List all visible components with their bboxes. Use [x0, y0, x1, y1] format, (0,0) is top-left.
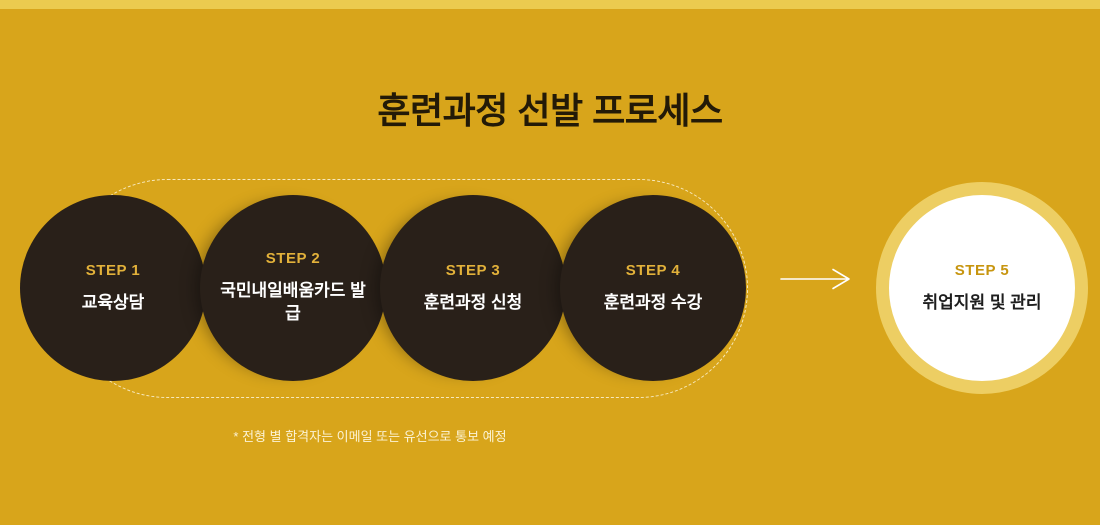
step-1-text: 교육상담 [81, 292, 145, 312]
step-circle-3: STEP 3 훈련과정 신청 [380, 195, 566, 381]
page-title: 훈련과정 선발 프로세스 [377, 90, 723, 131]
step-1-number-label: STEP 1 [85, 261, 141, 279]
footnote: * 전형 별 합격자는 이메일 또는 유선으로 통보 예정 [233, 429, 507, 444]
step-circle-1: STEP 1 교육상담 [20, 195, 206, 381]
step-circle-2: STEP 2 국민내일배움카드 발급 [200, 195, 386, 381]
step-3-text: 훈련과정 신청 [423, 292, 523, 312]
step-4-number-label: STEP 4 [625, 261, 681, 279]
step-3-number-label: STEP 3 [445, 261, 501, 279]
step-2-number-label: STEP 2 [265, 250, 321, 268]
step-4-text: 훈련과정 수강 [603, 292, 703, 312]
top-accent-strip [0, 0, 1100, 9]
step-circle-5: STEP 5 취업지원 및 관리 [876, 182, 1088, 394]
step-5-number-label: STEP 5 [954, 261, 1010, 279]
step-circle-4: STEP 4 훈련과정 수강 [560, 195, 746, 381]
step-5-text: 취업지원 및 관리 [922, 292, 1042, 312]
step-2-text: 국민내일배움카드 발급 [220, 281, 366, 323]
arrow-right-icon [780, 268, 850, 290]
